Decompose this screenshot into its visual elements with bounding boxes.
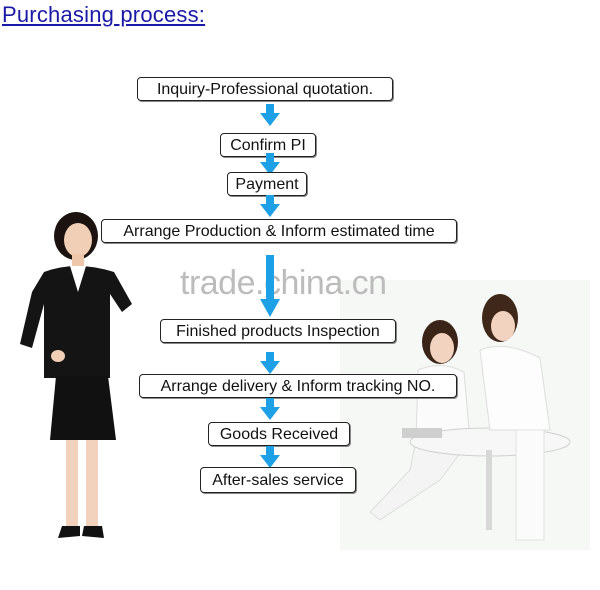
down-arrow-icon [260,104,280,126]
down-arrow-icon [260,195,280,217]
step-goods-received: Goods Received [208,422,350,446]
down-arrow-icon [260,255,280,317]
down-arrow-icon [260,398,280,420]
step-arrange-delivery: Arrange delivery & Inform tracking NO. [139,374,457,398]
watermark: trade.china.cn [180,264,387,302]
step-after-sales-service: After-sales service [200,467,356,493]
step-finished-products-inspection: Finished products Inspection [160,319,396,343]
step-inquiry-quotation: Inquiry-Professional quotation. [137,77,393,101]
page-title: Purchasing process: [2,2,206,27]
down-arrow-icon [260,153,280,175]
step-payment: Payment [227,172,307,196]
down-arrow-icon [260,446,280,468]
down-arrow-icon [260,352,280,374]
office-scene-illustration [340,280,590,550]
step-arrange-production: Arrange Production & Inform estimated ti… [101,219,457,243]
businesswoman-illustration [20,212,132,538]
